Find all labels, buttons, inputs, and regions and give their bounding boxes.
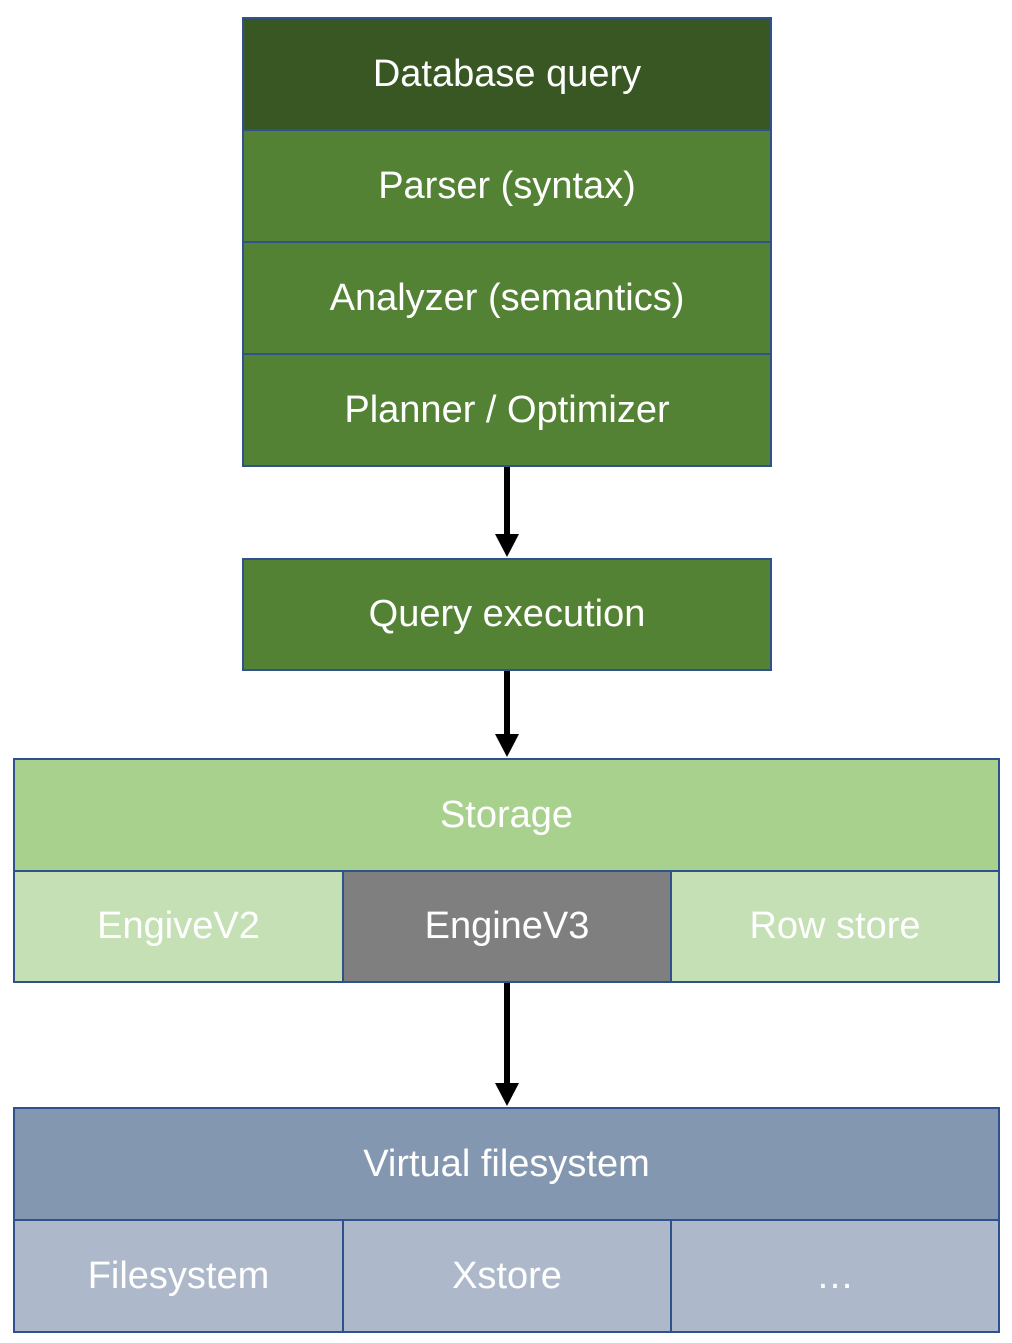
storage-label: Storage bbox=[439, 793, 574, 836]
ellipsis-box: … bbox=[670, 1219, 1000, 1333]
engine-v2-box: EngiveV2 bbox=[13, 870, 344, 983]
query-execution-label: Query execution bbox=[368, 593, 646, 635]
arrow-execution-to-storage bbox=[495, 671, 519, 757]
database-query-box: Database query bbox=[242, 17, 772, 131]
arrow-engine-to-vfs bbox=[495, 983, 519, 1106]
analyzer-box: Analyzer (semantics) bbox=[242, 241, 772, 355]
parser-box: Parser (syntax) bbox=[242, 129, 772, 243]
xstore-box: Xstore bbox=[342, 1219, 672, 1333]
arrow-planner-to-execution bbox=[495, 467, 519, 557]
filesystem-label: Filesystem bbox=[87, 1254, 270, 1297]
storage-box: Storage bbox=[13, 758, 1000, 872]
ellipsis-label: … bbox=[816, 1254, 854, 1297]
row-store-box: Row store bbox=[670, 870, 1000, 983]
row-store-label: Row store bbox=[749, 905, 921, 947]
planner-box: Planner / Optimizer bbox=[242, 353, 772, 467]
parser-label: Parser (syntax) bbox=[378, 164, 636, 207]
virtual-filesystem-box: Virtual filesystem bbox=[13, 1107, 1000, 1221]
engine-v3-box: EngineV3 bbox=[342, 870, 672, 983]
filesystem-box: Filesystem bbox=[13, 1219, 344, 1333]
xstore-label: Xstore bbox=[452, 1254, 562, 1297]
engine-v2-label: EngiveV2 bbox=[97, 905, 260, 947]
engine-v3-label: EngineV3 bbox=[424, 905, 590, 947]
analyzer-label: Analyzer (semantics) bbox=[329, 276, 685, 319]
query-execution-box: Query execution bbox=[242, 558, 772, 671]
database-query-label: Database query bbox=[372, 52, 642, 95]
virtual-filesystem-label: Virtual filesystem bbox=[363, 1142, 650, 1185]
planner-label: Planner / Optimizer bbox=[344, 388, 670, 431]
